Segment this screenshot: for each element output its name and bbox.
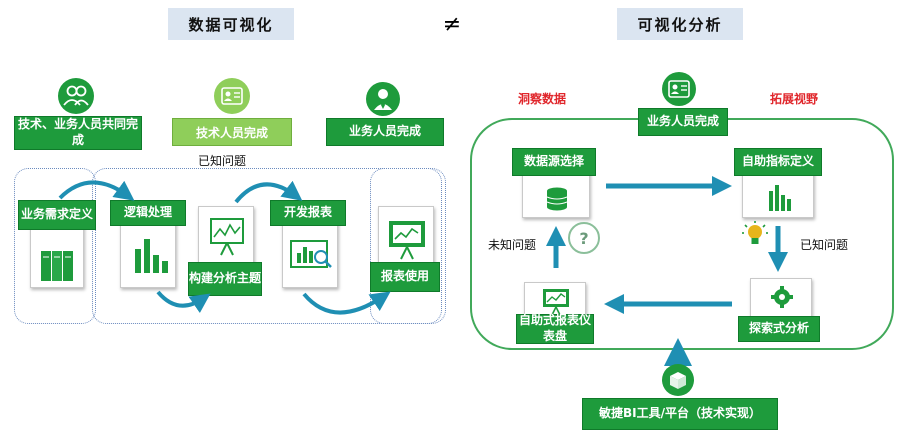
use-report-card xyxy=(378,206,434,270)
database-icon xyxy=(546,187,568,211)
known-problem-label-right: 已知问题 xyxy=(800,238,849,252)
joint-stage-frame xyxy=(14,168,96,324)
logic-step: 逻辑处理 xyxy=(110,200,186,226)
right-role-label: 业务人员完成 xyxy=(638,108,728,136)
business-stage-frame xyxy=(370,168,442,324)
custom-metric-card xyxy=(742,168,814,218)
not-equal-sign: ≠ xyxy=(442,11,462,37)
bar-chart-icon xyxy=(135,239,168,273)
right-title: 可视化分析 xyxy=(617,8,743,40)
person-card-icon xyxy=(662,72,696,106)
develop-report-step: 开发报表 xyxy=(270,200,346,226)
lightbulb-icon xyxy=(740,220,770,250)
gear-icon xyxy=(771,286,793,308)
left-title: 数据可视化 xyxy=(168,8,294,40)
books-icon xyxy=(41,251,73,281)
explore-card xyxy=(750,278,812,322)
people-icon xyxy=(58,78,94,114)
role-joint-label: 技术、业务人员共同完成 xyxy=(14,116,142,150)
build-topic-step: 构建分析主题 xyxy=(188,262,262,296)
known-problem-label: 已知问题 xyxy=(198,154,247,168)
source-node: 数据源选择 xyxy=(512,148,596,176)
box-icon xyxy=(662,364,694,396)
person-card-icon xyxy=(214,78,250,114)
tech-stage-frame xyxy=(92,168,446,324)
use-report-step: 报表使用 xyxy=(370,262,440,292)
explore-node: 探索式分析 xyxy=(738,316,820,342)
unknown-problem-label: 未知问题 xyxy=(488,238,537,252)
insight-label: 洞察数据 xyxy=(518,92,567,106)
role-tech-label: 技术人员完成 xyxy=(172,118,292,146)
presentation-chart-icon xyxy=(210,218,244,256)
monitor-search-icon xyxy=(290,240,332,268)
self-report-node: 自助式报表仪表盘 xyxy=(516,313,594,344)
expand-label: 拓展视野 xyxy=(770,92,819,106)
presentation-chart-icon xyxy=(389,221,425,260)
bar-chart-icon xyxy=(769,185,791,211)
build-topic-card xyxy=(198,206,254,270)
requirements-step: 业务需求定义 xyxy=(18,200,96,230)
question-icon: ? xyxy=(568,222,600,254)
source-card xyxy=(522,168,590,218)
platform-label: 敏捷BI工具/平台（技术实现） xyxy=(582,398,778,430)
role-business-label: 业务人员完成 xyxy=(326,118,444,146)
presentation-chart-icon xyxy=(543,289,569,318)
custom-metric-node: 自助指标定义 xyxy=(734,148,822,176)
businessman-icon xyxy=(366,82,400,116)
